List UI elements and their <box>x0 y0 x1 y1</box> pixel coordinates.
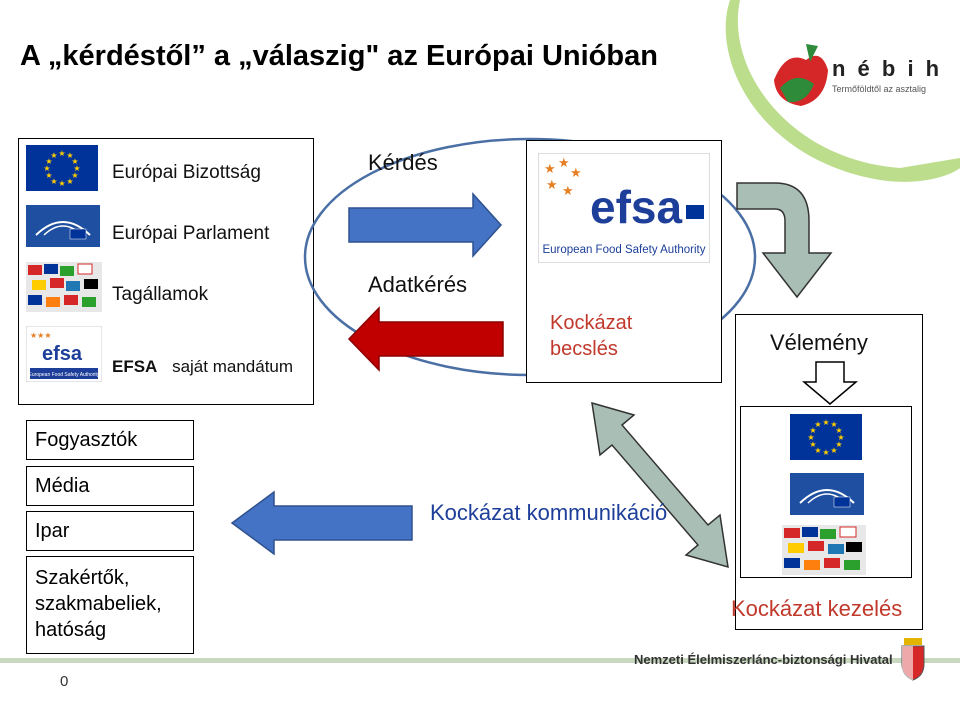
requester-efsa: EFSA saját mandátum <box>112 357 293 377</box>
svg-text:★: ★ <box>66 151 73 160</box>
svg-text:★: ★ <box>837 433 844 442</box>
requester-efsa-bold: EFSA <box>112 357 158 376</box>
member-states-flags-icon <box>26 262 102 312</box>
footer-divider <box>0 658 960 663</box>
logo-text: n é b i h <box>832 56 943 81</box>
requester-efsa-rest: saját mandátum <box>172 357 294 376</box>
nebih-swoosh <box>725 0 960 182</box>
svg-text:★: ★ <box>570 165 582 180</box>
risk-management-label: Kockázat kezelés <box>731 596 903 621</box>
efsa-mini-logo-icon: ★★★ efsa European Food Safety Authority <box>26 326 102 382</box>
eu-flag-icon: ★★★★ ★★★★ ★★★★ <box>790 414 862 460</box>
page-number: 0 <box>60 673 69 690</box>
european-parliament-icon <box>790 473 864 515</box>
svg-text:★: ★ <box>58 149 65 158</box>
svg-text:★: ★ <box>544 161 556 176</box>
svg-text:★: ★ <box>58 179 65 188</box>
opinion-label: Vélemény <box>770 330 868 355</box>
opinion-down-arrow <box>801 361 859 405</box>
svg-text:★: ★ <box>546 177 558 192</box>
hungarian-coat-of-arms-icon <box>901 638 925 681</box>
svg-text:★: ★ <box>43 164 50 173</box>
communication-arrow <box>230 490 413 556</box>
svg-text:★: ★ <box>73 164 80 173</box>
requester-member-states: Tagállamok <box>112 284 209 305</box>
audience-media-label: Média <box>35 475 90 497</box>
svg-text:★: ★ <box>50 177 57 186</box>
svg-text:★: ★ <box>562 183 574 198</box>
requester-commission: Európai Bizottság <box>112 162 261 183</box>
svg-text:★: ★ <box>45 157 52 166</box>
svg-text:★: ★ <box>45 171 52 180</box>
tulip-logo-icon <box>774 44 828 106</box>
european-parliament-icon <box>26 205 100 247</box>
question-arrow <box>348 192 503 258</box>
svg-text:★: ★ <box>822 448 829 457</box>
member-states-flags-icon <box>782 525 866 575</box>
svg-text:★: ★ <box>558 155 570 170</box>
data-request-label: Adatkérés <box>368 272 468 297</box>
efsa-logo-icon: ★★★ ★★ efsa European Food Safety Authori… <box>538 153 710 263</box>
svg-text:★: ★ <box>809 426 816 435</box>
svg-text:★: ★ <box>814 446 821 455</box>
footer-agency: Nemzeti Élelmiszerlánc-biztonsági Hivata… <box>634 652 893 667</box>
efsa-brand: efsa <box>590 181 682 233</box>
svg-text:★: ★ <box>807 433 814 442</box>
requester-parliament: Európai Parlament <box>112 223 270 244</box>
audience-industry-label: Ipar <box>35 520 70 542</box>
audience-experts-label: Szakértők, szakmabeliek, hatóság <box>35 567 162 641</box>
audience-media: Média <box>26 466 194 506</box>
svg-text:★: ★ <box>830 446 837 455</box>
audience-consumers-label: Fogyasztók <box>35 429 138 451</box>
efsa-mini-full-name: European Food Safety Authority <box>29 372 100 378</box>
svg-text:★: ★ <box>814 420 821 429</box>
page-title: A „kérdéstől” a „válaszig" az Európai Un… <box>20 40 658 72</box>
nebih-logo: n é b i h Termőföldtől az asztalig <box>766 40 946 110</box>
svg-text:★★★: ★★★ <box>30 331 52 340</box>
audience-experts: Szakértők, szakmabeliek, hatóság <box>26 556 194 654</box>
svg-text:★: ★ <box>809 440 816 449</box>
svg-text:★: ★ <box>830 420 837 429</box>
efsa-full-name: European Food Safety Authority <box>542 244 705 256</box>
eu-flag-icon: ★★★★ ★★★★ ★★★★ <box>26 145 98 191</box>
logo-subtitle: Termőföldtől az asztalig <box>832 84 927 94</box>
svg-text:★: ★ <box>835 440 842 449</box>
svg-text:★: ★ <box>50 151 57 160</box>
data-request-arrow <box>347 306 504 372</box>
svg-text:★: ★ <box>66 177 73 186</box>
risk-communication-label: Kockázat kommunikáció <box>430 500 668 525</box>
svg-text:★: ★ <box>71 157 78 166</box>
question-label: Kérdés <box>368 150 438 175</box>
audience-consumers: Fogyasztók <box>26 420 194 460</box>
audience-industry: Ipar <box>26 511 194 551</box>
svg-text:★: ★ <box>835 426 842 435</box>
svg-text:★: ★ <box>71 171 78 180</box>
svg-text:★: ★ <box>822 418 829 427</box>
double-arrow-communication <box>591 401 729 569</box>
risk-assessment-label: Kockázat becslés <box>550 312 633 360</box>
curved-arrow-to-opinion <box>736 182 833 299</box>
efsa-mini-brand: efsa <box>42 343 83 365</box>
